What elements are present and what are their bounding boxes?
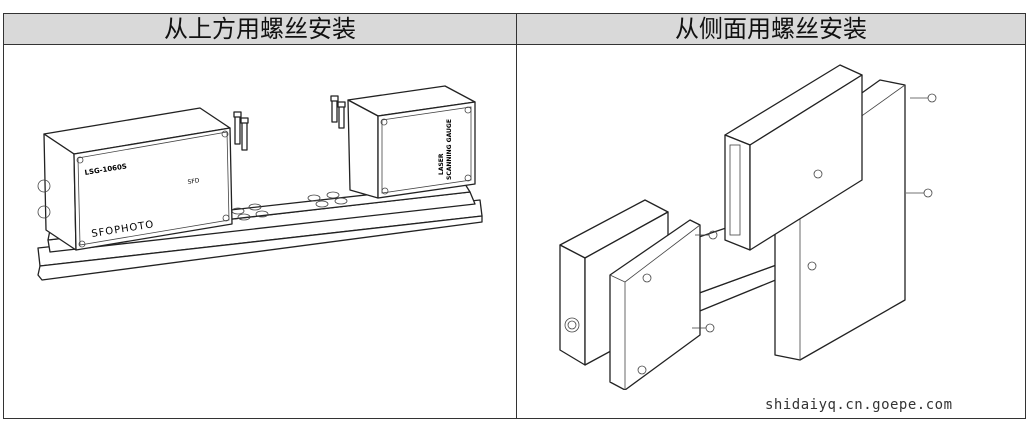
side-mount-drawing xyxy=(559,64,937,390)
mounting-table: 从上方用螺丝安装 从侧面用螺丝安装 xyxy=(3,13,1026,419)
gauge-label-1: LASER xyxy=(438,153,445,175)
bolt-icon xyxy=(233,95,346,151)
top-mount-drawing: LSG-1060S SFD SFOPHOTO LASER SCANNING GA… xyxy=(37,85,483,281)
screw-icon xyxy=(637,93,937,375)
sfd-label: SFD xyxy=(187,177,200,186)
header-side-mount: 从侧面用螺丝安装 xyxy=(675,15,867,43)
watermark: shidaiyq.cn.goepe.com xyxy=(765,397,953,413)
gauge-label-2: SCANNING GAUGE xyxy=(446,119,453,180)
column-divider xyxy=(516,14,517,418)
header-top-mount: 从上方用螺丝安装 xyxy=(164,15,356,43)
table-header-row: 从上方用螺丝安装 从侧面用螺丝安装 xyxy=(4,14,1025,45)
